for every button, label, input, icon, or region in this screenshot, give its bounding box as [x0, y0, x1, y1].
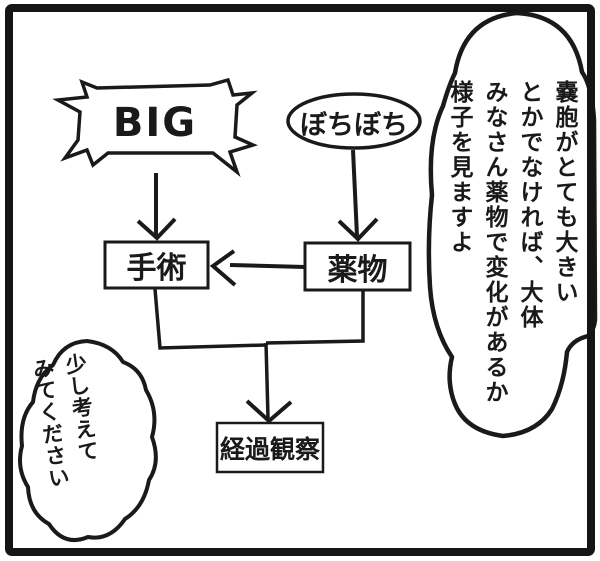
arrow-bochibochi-to-drugs [351, 149, 359, 237]
arrowhead-big-to-surgery [136, 217, 177, 241]
speech-line: とかでなければ、大体 [516, 80, 542, 330]
surgery-label: 手術 [126, 251, 187, 286]
big-burst-label: BIG [112, 100, 198, 146]
bochibochi-label: ぼちぼち [300, 109, 408, 141]
speech-line: みなさん薬物で変化があるか [481, 80, 507, 405]
speech-line: 様子を見ますよ [446, 80, 472, 255]
observation-label: 経過観察 [219, 434, 320, 464]
arrow-merge-to-observation [264, 342, 270, 419]
big-burst-shape [52, 77, 259, 178]
speech-line: 嚢胞がとても大きい [551, 80, 577, 305]
line-drugs-to-merge [265, 291, 365, 345]
speech-bubble-right-text: 嚢胞がとても大きい とかでなければ、大体 みなさん薬物で変化があるか 様子を見ま… [441, 80, 581, 425]
line-surgery-to-merge [153, 288, 267, 350]
arrowhead-bochibochi-to-drugs [337, 217, 379, 242]
observation-box [215, 421, 325, 474]
speech-bubble-right [426, 10, 598, 439]
drugs-box [303, 241, 412, 292]
drugs-label: 薬物 [327, 252, 388, 288]
panel-border [5, 4, 595, 556]
arrow-drugs-to-surgery [229, 263, 306, 269]
speech-bubble-bottom-left [18, 339, 158, 542]
bochibochi-ellipse [286, 92, 422, 150]
arrowhead-drugs-to-surgery [209, 249, 237, 287]
arrowhead-merge-to-observation [245, 399, 293, 424]
surgery-box [103, 240, 210, 290]
